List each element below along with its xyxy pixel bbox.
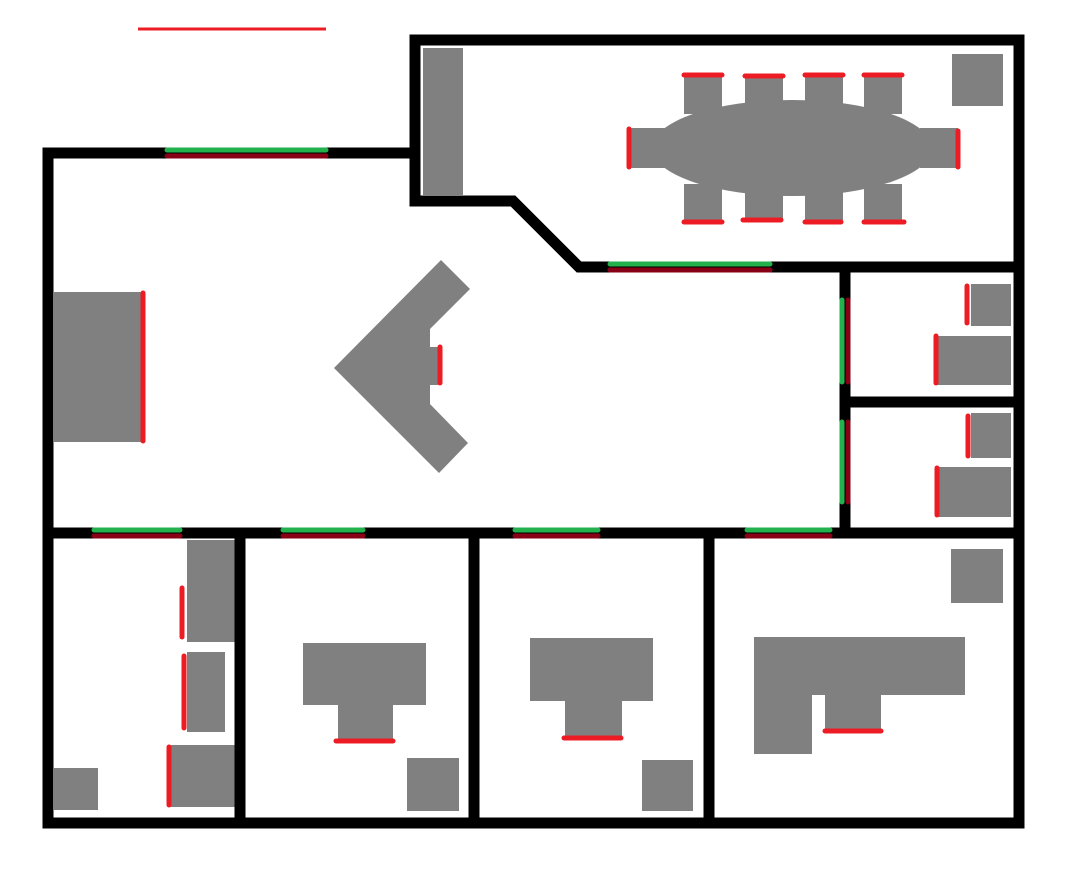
chair	[745, 76, 783, 114]
wall-desk	[54, 292, 142, 442]
chair	[864, 184, 902, 220]
small-office-1-desk	[937, 336, 1011, 385]
office-a-cabinet	[407, 758, 459, 811]
chair	[745, 184, 783, 220]
chair	[805, 184, 843, 220]
chair	[684, 184, 722, 220]
walls	[42, 34, 1025, 829]
shelf	[187, 652, 225, 732]
chair	[864, 76, 902, 114]
conference-cabinet	[952, 54, 1003, 106]
side-storage	[423, 48, 463, 195]
small-office-2-cabinet	[971, 413, 1011, 458]
large-desk-return	[754, 695, 812, 754]
large-desk-stem	[825, 695, 881, 731]
conference-table	[652, 100, 932, 196]
conference-wall	[409, 147, 1025, 273]
office-b-cabinet	[642, 760, 693, 811]
t-desk-top	[303, 643, 426, 705]
shelf	[187, 540, 235, 642]
chair	[805, 76, 843, 114]
office-c-cabinet	[951, 549, 1003, 603]
seat-edges	[140, 72, 971, 808]
furniture	[54, 48, 1011, 811]
doors	[91, 147, 851, 539]
t-desk-top	[530, 638, 653, 701]
storage-cabinet	[54, 768, 98, 810]
small-office-2-desk	[937, 467, 1011, 517]
small-office-1-cabinet	[971, 284, 1011, 326]
chair	[684, 76, 722, 114]
t-desk-stem	[338, 705, 393, 742]
shelf	[170, 745, 235, 807]
l-shaped-desk	[334, 260, 470, 473]
conference-table-end	[920, 128, 958, 168]
large-desk-top	[754, 637, 965, 695]
t-desk-stem	[565, 701, 622, 739]
conference-table-end	[630, 128, 666, 168]
